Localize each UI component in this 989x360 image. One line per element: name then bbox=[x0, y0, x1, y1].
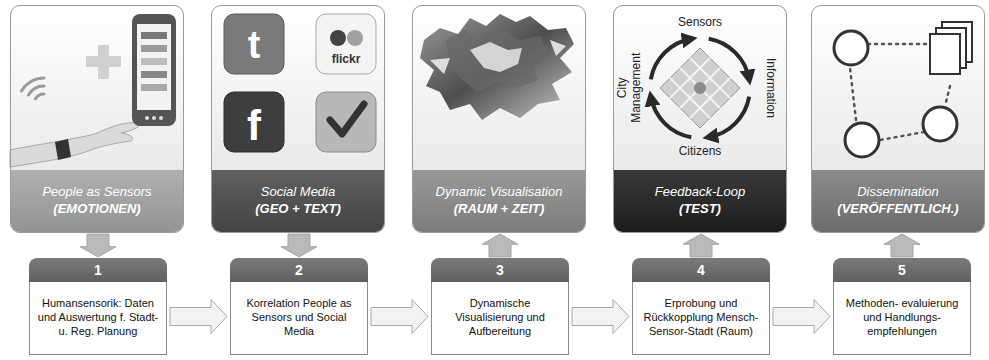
smartphone bbox=[132, 14, 176, 126]
panel-title: Dynamic Visualisation bbox=[436, 184, 563, 201]
block-arrow bbox=[281, 234, 317, 257]
step-text: Methoden- evaluierung und Handlungs- emp… bbox=[833, 282, 971, 355]
process-box: 1Humansensorik: Daten und Auswertung f. … bbox=[29, 258, 167, 355]
caption-band: Dissemination(VERÖFFENTLICH.) bbox=[812, 170, 984, 232]
app-icons bbox=[224, 14, 376, 152]
block-arrow bbox=[683, 234, 719, 257]
logo-text: flickr bbox=[318, 53, 374, 67]
step-text: Erprobung und Rückkopplung Mensch-Sensor… bbox=[632, 282, 770, 355]
cycle-circles bbox=[834, 31, 957, 157]
terrain-map bbox=[420, 14, 574, 120]
step-number: 4 bbox=[632, 258, 770, 282]
caption-band: People as Sensors(EMOTIONEN) bbox=[11, 170, 183, 232]
wristband bbox=[55, 139, 71, 160]
loop-arrows bbox=[651, 39, 749, 137]
step-number: 3 bbox=[431, 258, 569, 282]
block-arrow bbox=[884, 234, 920, 257]
block-arrow bbox=[482, 234, 518, 257]
process-box: 4Erprobung und Rückkopplung Mensch-Senso… bbox=[632, 258, 770, 355]
hand bbox=[10, 123, 140, 167]
image-panel: Dissemination(VERÖFFENTLICH.) bbox=[811, 5, 985, 233]
block-arrow bbox=[773, 300, 830, 334]
loop-label: City Management bbox=[616, 50, 644, 126]
panel-subtitle: (RAUM + ZEIT) bbox=[454, 201, 545, 218]
wifi-waves bbox=[22, 78, 45, 99]
panel-title: Dissemination bbox=[857, 184, 939, 201]
image-panel: Dynamic Visualisation(RAUM + ZEIT) bbox=[412, 5, 586, 233]
step-text: Humansensorik: Daten und Auswertung f. S… bbox=[29, 282, 167, 355]
panel-subtitle: (VERÖFFENTLICH.) bbox=[837, 201, 958, 218]
caption-band: Dynamic Visualisation(RAUM + ZEIT) bbox=[413, 170, 585, 232]
process-box: 3Dynamische Visualisierung und Aufbereit… bbox=[431, 258, 569, 355]
panel-title: Feedback-Loop bbox=[655, 184, 745, 201]
panel-subtitle: (EMOTIONEN) bbox=[53, 201, 140, 218]
block-arrow bbox=[371, 300, 428, 334]
process-box: 5Methoden- evaluierung und Handlungs- em… bbox=[833, 258, 971, 355]
block-arrow bbox=[170, 300, 227, 334]
loop-label: Information bbox=[763, 43, 777, 133]
block-arrow bbox=[80, 234, 116, 257]
loop-label: Citizens bbox=[660, 145, 740, 159]
process-box: 2Korrelation People as Sensors und Socia… bbox=[230, 258, 368, 355]
image-panel: Social Media(GEO + TEXT) bbox=[211, 5, 385, 233]
caption-band: Feedback-Loop(TEST) bbox=[614, 170, 786, 232]
step-number: 2 bbox=[230, 258, 368, 282]
logo-letter: t bbox=[229, 24, 279, 68]
panel-ground bbox=[10, 5, 985, 233]
panel-title: People as Sensors bbox=[42, 184, 151, 201]
plus-sign bbox=[86, 45, 121, 79]
step-number: 5 bbox=[833, 258, 971, 282]
logo-letter: f bbox=[229, 102, 279, 150]
loop-label: Sensors bbox=[660, 16, 740, 30]
step-number: 1 bbox=[29, 258, 167, 282]
panel-title: Social Media bbox=[261, 184, 335, 201]
panel-subtitle: (GEO + TEXT) bbox=[255, 201, 341, 218]
step-text: Dynamische Visualisierung und Aufbereitu… bbox=[431, 282, 569, 355]
document-stack bbox=[930, 22, 972, 74]
image-panel: People as Sensors(EMOTIONEN) bbox=[10, 5, 184, 233]
panel-subtitle: (TEST) bbox=[679, 201, 721, 218]
caption-band: Social Media(GEO + TEXT) bbox=[212, 170, 384, 232]
step-text: Korrelation People as Sensors und Social… bbox=[230, 282, 368, 355]
city-map bbox=[660, 48, 740, 128]
block-arrow bbox=[572, 300, 629, 334]
